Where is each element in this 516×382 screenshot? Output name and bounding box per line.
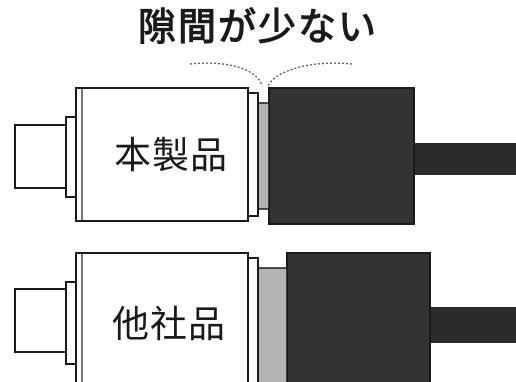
plug-flange-left [65,116,77,198]
competitor-label: 他社品 [112,303,226,346]
headline: 隙間が少ない [137,5,378,49]
plug-flange-right [247,257,259,382]
gap [257,102,270,210]
row-product [14,87,516,225]
connector-housing [286,252,431,382]
connector-housing [268,87,415,225]
plug-body [75,252,249,382]
product-label: 本製品 [114,134,228,177]
plug-body [75,87,249,222]
gap [257,267,288,382]
plug-tip [14,288,73,353]
plug-flange-left [65,281,77,365]
row-competitor [14,252,516,382]
plug-tip [14,124,73,189]
cable [412,143,516,175]
gap-callout-bracket [189,62,353,87]
cable [428,307,516,343]
plug-flange-right [247,92,259,217]
